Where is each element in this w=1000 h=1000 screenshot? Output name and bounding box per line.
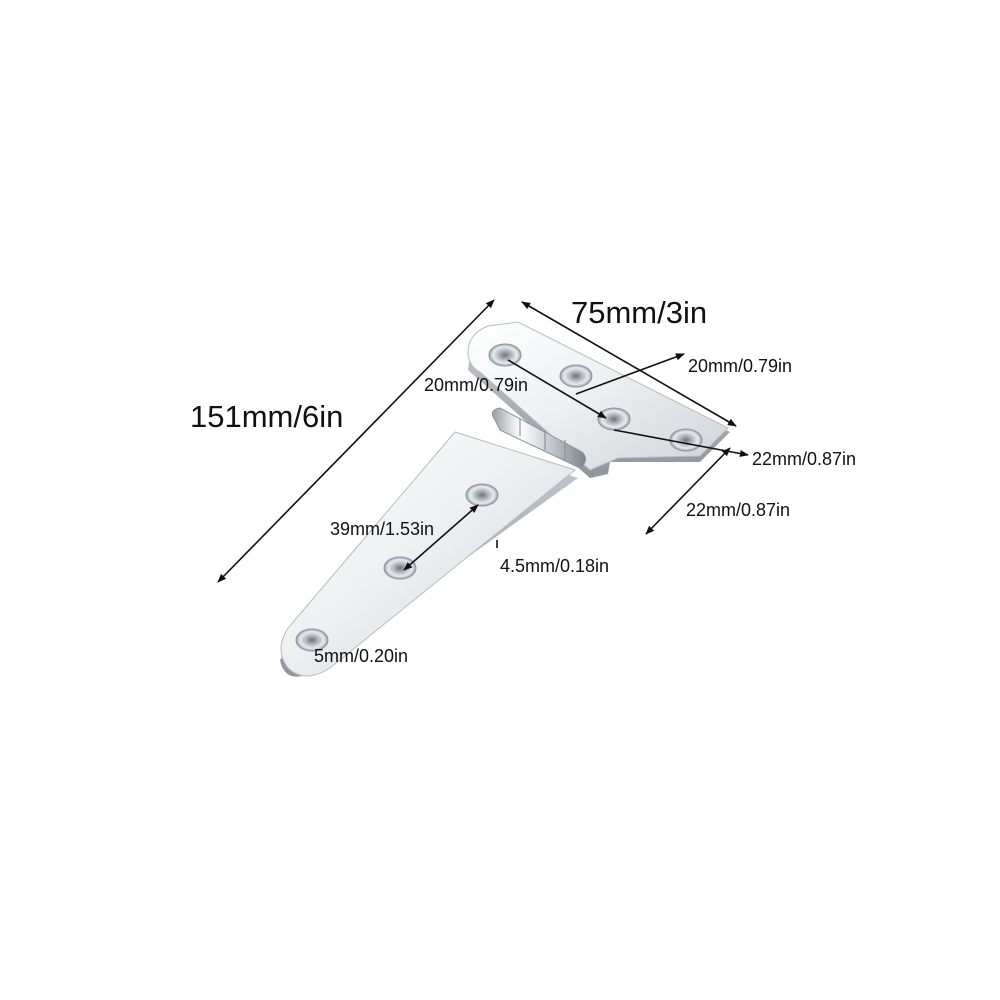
screw-hole (559, 364, 593, 388)
hole-diameter-label: 5mm/0.20in (314, 646, 408, 666)
screw-hole (488, 343, 522, 367)
dimension-labels: 151mm/6in 75mm/3in 20mm/0.79in 20mm/0.79… (190, 295, 856, 666)
screw-hole (669, 428, 703, 452)
strap-hole-spacing-dimension-line (403, 504, 479, 571)
hole-spacing-b-label: 20mm/0.79in (688, 356, 792, 376)
dimension-lines (217, 299, 749, 583)
thickness-label: 4.5mm/0.18in (500, 556, 609, 576)
leaf-height-label: 22mm/0.87in (686, 500, 790, 520)
leaf-width-label: 75mm/3in (571, 295, 707, 330)
screw-hole (597, 407, 631, 431)
strap-hole-spacing-label: 39mm/1.53in (330, 519, 434, 539)
screw-hole (295, 628, 329, 652)
leaf-height-dimension-line (645, 447, 731, 535)
leaf-width-dimension-line (521, 301, 737, 427)
hole-spacing-a-dimension-line (507, 359, 607, 419)
overall-length-dimension-line (217, 299, 495, 583)
screw-hole (465, 483, 499, 507)
hole-spacing-c-label: 22mm/0.87in (752, 449, 856, 469)
hole-spacing-b-dimension-line (575, 353, 685, 395)
overall-length-label: 151mm/6in (190, 399, 343, 434)
screw-hole (383, 556, 417, 580)
hole-spacing-a-label: 20mm/0.79in (424, 375, 528, 395)
